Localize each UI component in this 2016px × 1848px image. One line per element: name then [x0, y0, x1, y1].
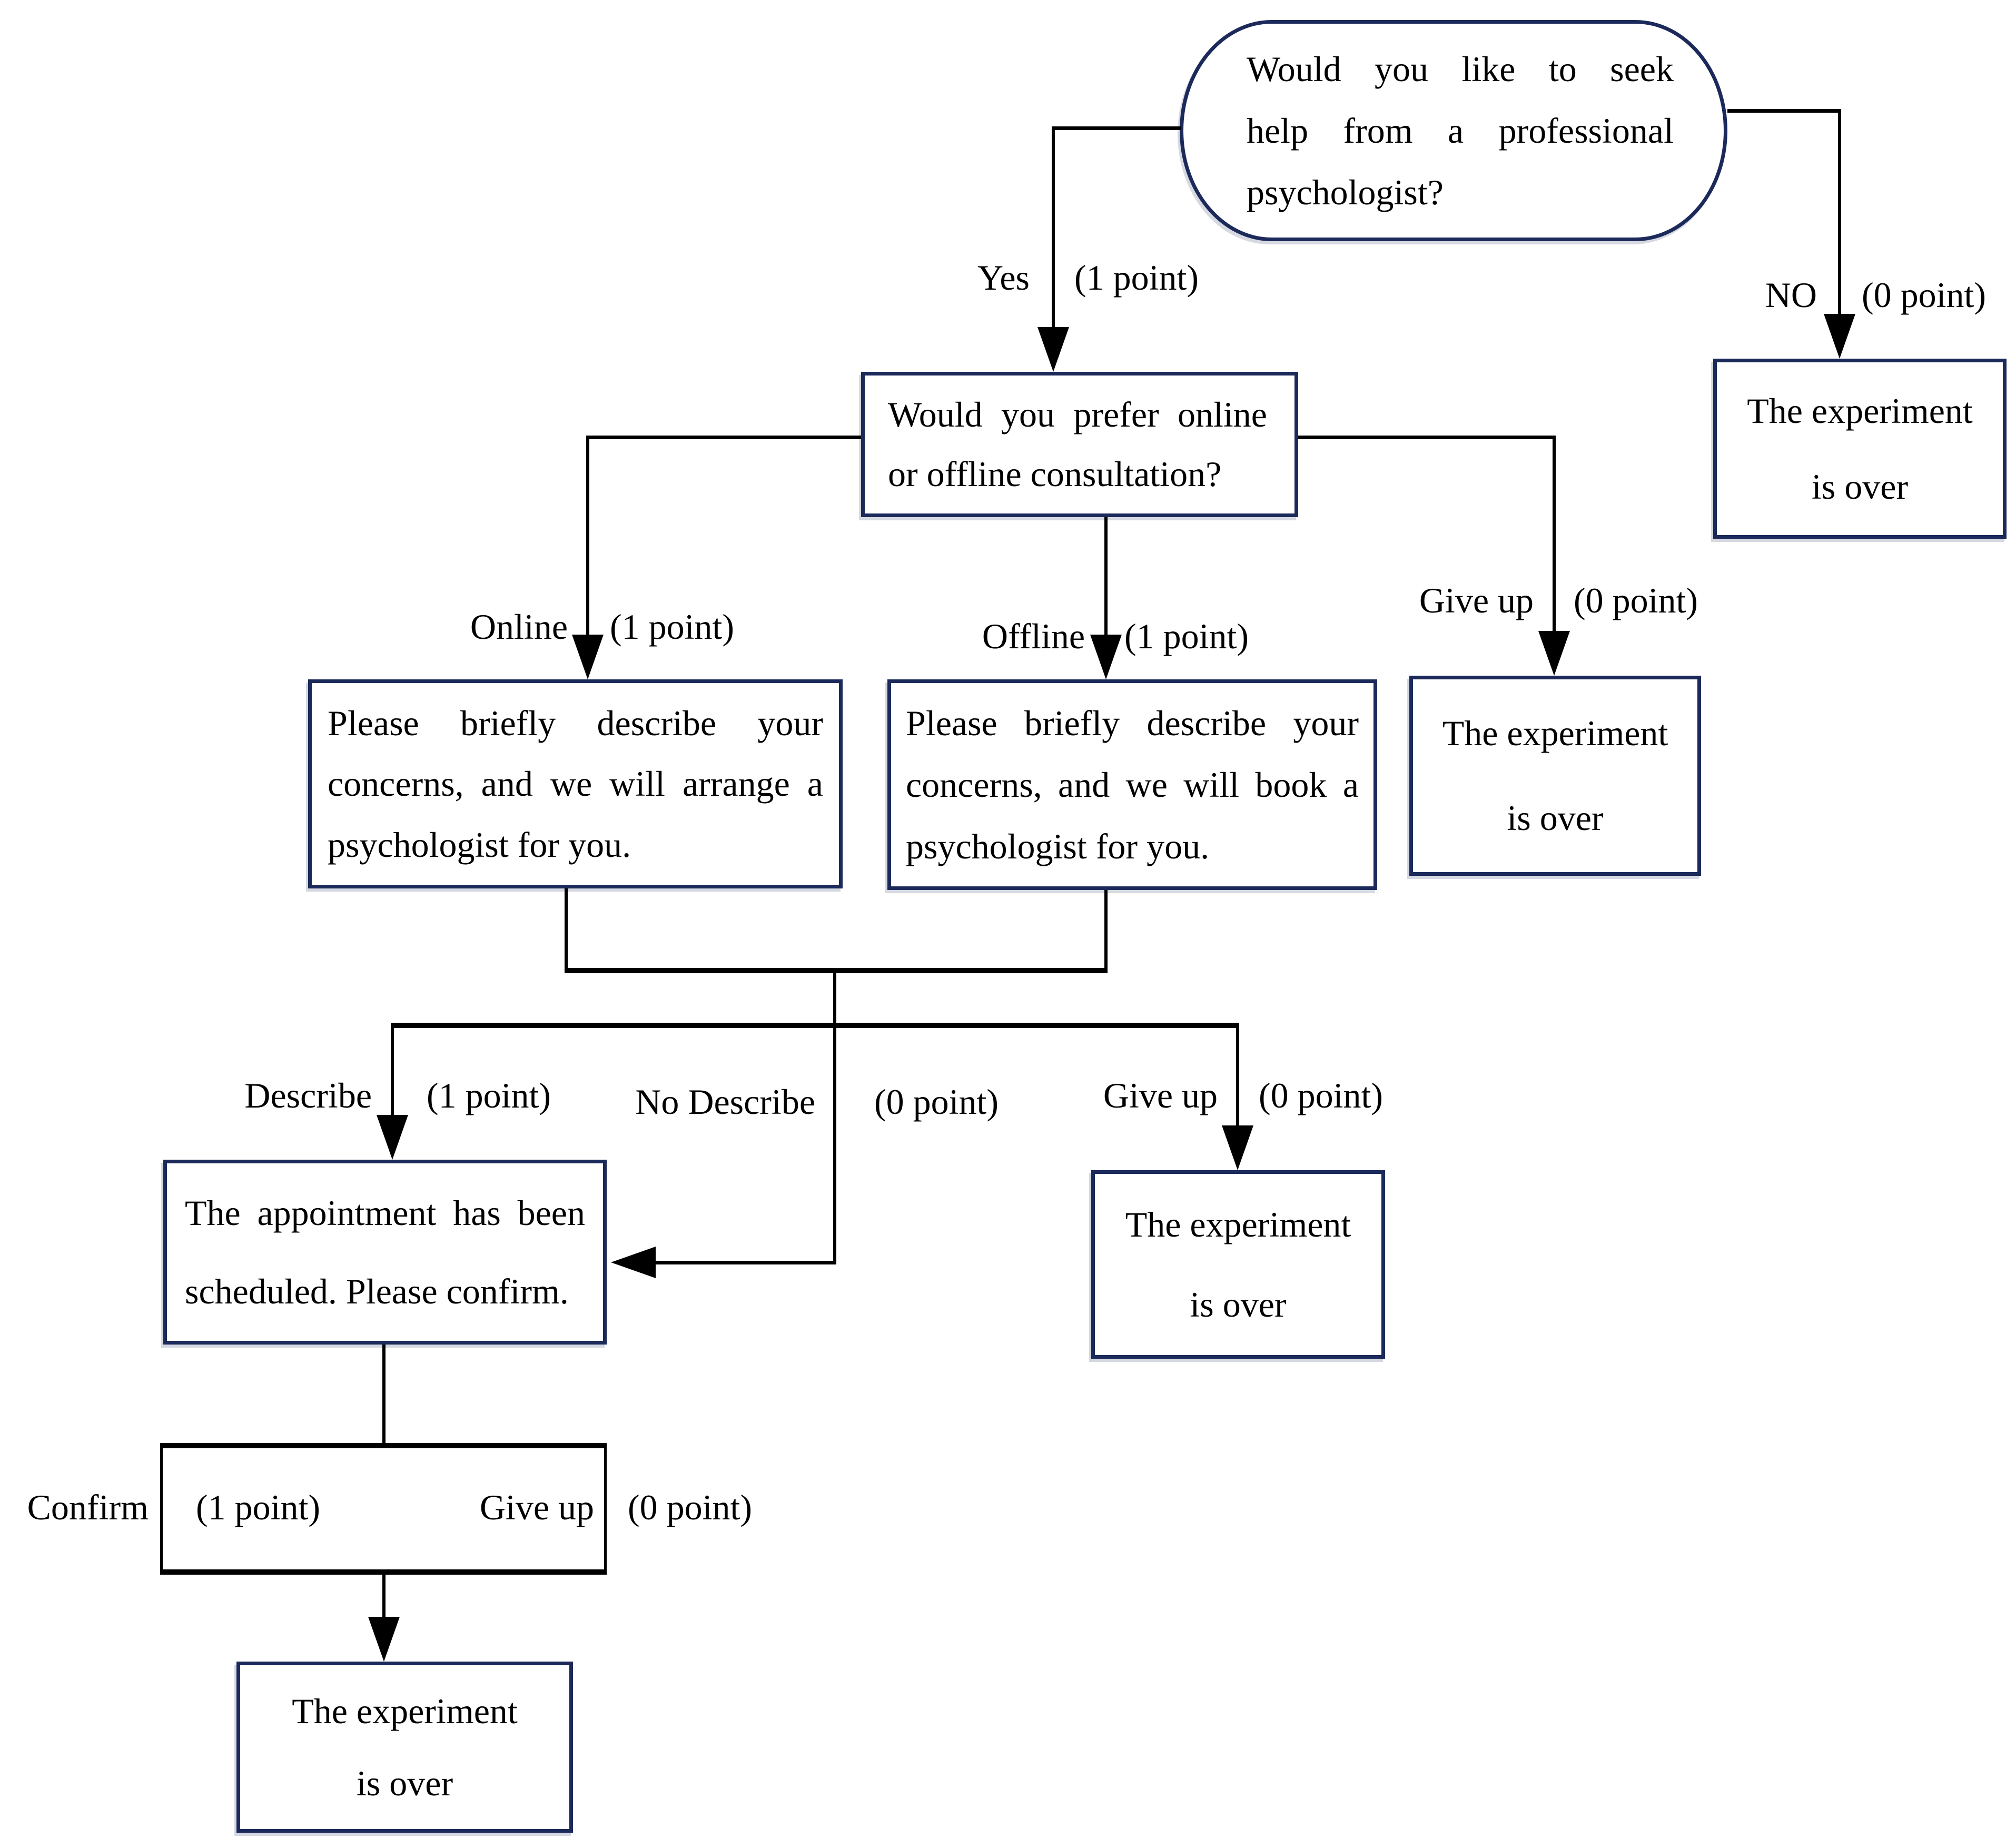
label-giveup1: Give up — [1419, 580, 1534, 620]
node-text-line: The experiment — [1125, 1204, 1351, 1244]
edge-merge-left-vline — [565, 888, 568, 972]
edge-nodescribe-arrowhead — [611, 1247, 656, 1278]
label-giveup2-points: (0 point) — [1259, 1075, 1383, 1115]
edge-split-lower-bar — [391, 1023, 1239, 1028]
edge-no-hline — [1727, 109, 1841, 113]
edge-yes-vline — [1052, 126, 1055, 329]
edge-no-vline — [1838, 109, 1841, 315]
node-text-line: is over — [1507, 798, 1604, 838]
node-text-line: or offline consultation? — [888, 454, 1222, 495]
label-giveup2: Give up — [1103, 1075, 1218, 1115]
node-appointment: The appointment has been scheduled. Plea… — [163, 1160, 607, 1345]
edge-yes-arrowhead — [1037, 327, 1069, 372]
label-giveup1-points: (0 point) — [1574, 580, 1698, 620]
edge-confirm-final-arrowhead — [368, 1617, 400, 1662]
edge-offline-arrowhead — [1090, 635, 1122, 679]
node-experiment-over-giveup1: The experiment is over — [1409, 676, 1701, 876]
node-text-line: psychologist for you. — [906, 826, 1210, 866]
node-text-line: Please briefly describe your — [906, 703, 1359, 744]
node-experiment-over-giveup2: The experiment is over — [1091, 1170, 1385, 1359]
node-describe-offline: Please briefly describe your concerns, a… — [887, 679, 1377, 890]
edge-appointment-confirm-vline — [382, 1345, 386, 1443]
node-text-line: is over — [1190, 1284, 1287, 1325]
label-online-points: (1 point) — [610, 607, 735, 647]
node-text-line: The experiment — [1442, 713, 1668, 754]
edge-online-arrowhead — [572, 635, 604, 679]
edge-merge-right-vline — [1104, 890, 1108, 972]
edge-merge-center-vline — [833, 968, 836, 1026]
label-giveup3-points: (0 point) — [628, 1487, 753, 1527]
node-text-line: help from a professional — [1247, 110, 1674, 151]
label-no-describe-points: (0 point) — [874, 1082, 999, 1122]
edge-giveup1-hline — [1298, 436, 1556, 439]
node-text-line: is over — [1811, 466, 1909, 507]
edge-giveup1-arrowhead — [1538, 631, 1570, 676]
node-confirm-choice — [160, 1443, 607, 1575]
node-text-line: Would you like to seek — [1247, 49, 1674, 90]
label-confirm: Confirm — [27, 1487, 149, 1527]
label-no-points: (0 point) — [1862, 275, 1987, 315]
node-text-line: is over — [356, 1763, 453, 1804]
node-consultation-question: Would you prefer online or offline consu… — [861, 372, 1298, 517]
node-text-line: Would you prefer online — [888, 394, 1267, 435]
label-describe: Describe — [244, 1075, 372, 1115]
node-experiment-over-final: The experiment is over — [236, 1662, 573, 1833]
edge-offline-vline — [1104, 517, 1108, 637]
edge-giveup2-arrowhead — [1222, 1125, 1253, 1170]
node-text-line: psychologist? — [1247, 172, 1444, 212]
edge-giveup2-vline — [1236, 1023, 1239, 1127]
node-text-line: psychologist for you. — [328, 825, 631, 865]
node-describe-online: Please briefly describe your concerns, a… — [308, 679, 843, 888]
node-text-line: The appointment has been — [185, 1193, 585, 1233]
node-experiment-over-no: The experiment is over — [1713, 359, 2007, 539]
label-online: Online — [470, 607, 568, 647]
node-start-question: Would you like to seek help from a profe… — [1180, 20, 1727, 241]
label-giveup3: Give up — [479, 1487, 594, 1527]
label-describe-points: (1 point) — [427, 1075, 551, 1115]
node-text-line: scheduled. Please confirm. — [185, 1271, 569, 1311]
edge-yes-hline — [1052, 126, 1181, 130]
edge-online-hline — [586, 436, 861, 439]
label-no: NO — [1765, 275, 1817, 315]
edge-confirm-final-vline — [382, 1575, 386, 1619]
node-text-line: concerns, and we will arrange a — [328, 764, 823, 804]
label-yes: Yes — [977, 258, 1030, 298]
edge-nodescribe-hline — [652, 1261, 836, 1264]
edge-describe-vline — [391, 1023, 394, 1118]
edge-online-vline — [586, 436, 589, 637]
edge-describe-arrowhead — [377, 1115, 408, 1160]
label-offline-points: (1 point) — [1124, 616, 1249, 656]
label-no-describe: No Describe — [635, 1082, 815, 1122]
edge-no-arrowhead — [1824, 314, 1855, 359]
node-text-line: concerns, and we will book a — [906, 764, 1359, 805]
label-confirm-points: (1 point) — [196, 1487, 321, 1527]
edge-giveup1-vline — [1553, 436, 1556, 633]
edge-nodescribe-vline — [833, 1023, 836, 1264]
label-yes-points: (1 point) — [1074, 258, 1199, 298]
node-text-line: The experiment — [292, 1691, 518, 1731]
label-offline: Offline — [982, 616, 1085, 656]
node-text-line: The experiment — [1747, 390, 1973, 431]
node-text-line: Please briefly describe your — [328, 703, 823, 743]
